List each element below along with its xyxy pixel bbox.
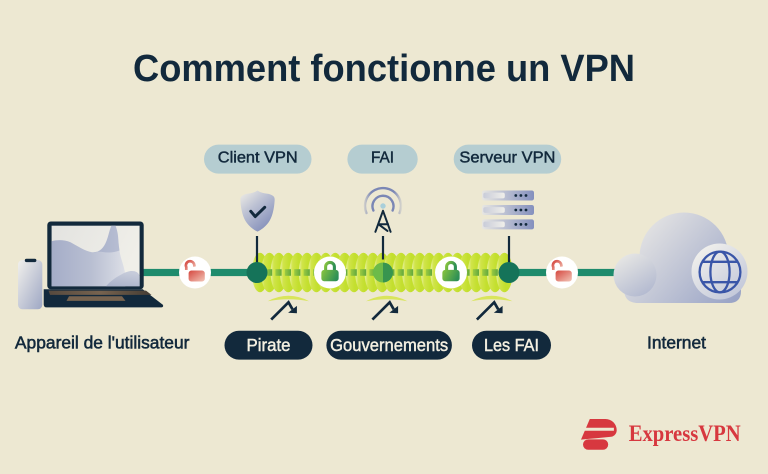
svg-text:ExpressVPN: ExpressVPN: [629, 421, 741, 447]
svg-text:Comment fonctionne un VPN: Comment fonctionne un VPN: [133, 48, 635, 90]
svg-text:Gouvernements: Gouvernements: [330, 335, 448, 355]
svg-text:FAI: FAI: [371, 150, 394, 167]
svg-text:Pirate: Pirate: [247, 335, 291, 355]
svg-text:Client VPN: Client VPN: [218, 150, 298, 167]
svg-text:Appareil de l'utilisateur: Appareil de l'utilisateur: [15, 333, 190, 353]
svg-text:Les FAI: Les FAI: [484, 335, 539, 355]
svg-text:Internet: Internet: [647, 333, 706, 353]
svg-text:Serveur VPN: Serveur VPN: [459, 150, 555, 167]
